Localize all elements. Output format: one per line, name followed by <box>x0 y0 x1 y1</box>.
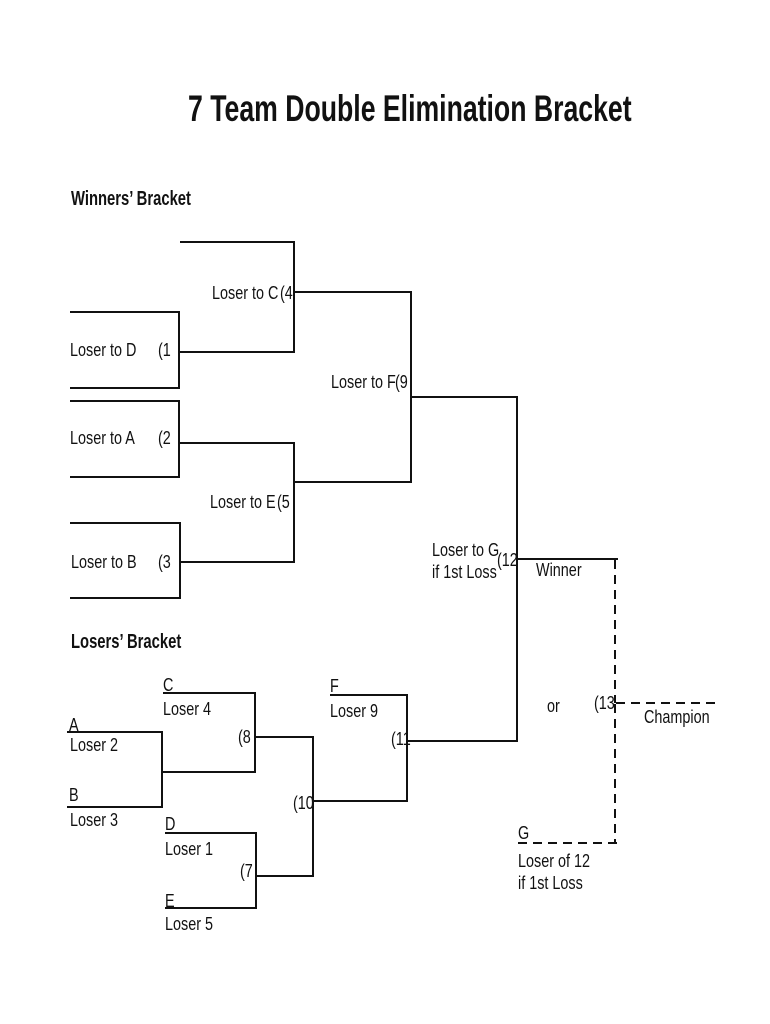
bracket-line <box>410 396 518 398</box>
match3-label: Loser to B <box>71 552 137 572</box>
slot-f-letter: F <box>330 676 339 696</box>
bracket-line <box>67 731 163 733</box>
bracket-line <box>516 558 618 560</box>
bracket-line <box>516 396 518 742</box>
slot-f-team: Loser 9 <box>330 701 379 721</box>
slot-g-line1: Loser of 12 <box>518 851 591 871</box>
bracket-line <box>165 907 257 909</box>
bracket-line <box>410 291 412 483</box>
bracket-line <box>163 692 256 694</box>
match1-number: (1 <box>158 340 171 360</box>
slot-c-team: Loser 4 <box>163 699 212 719</box>
bracket-line <box>180 241 295 243</box>
slot-e-team: Loser 5 <box>165 914 214 934</box>
bracket-line <box>254 736 314 738</box>
slot-e-letter: E <box>165 891 175 911</box>
page-title: 7 Team Double Elimination Bracket <box>188 88 632 129</box>
match1-label: Loser to D <box>70 340 137 360</box>
losers-bracket-heading: Losers’ Bracket <box>71 631 182 653</box>
bracket-line <box>312 800 408 802</box>
bracket-line <box>67 806 163 808</box>
bracket-line <box>70 597 181 599</box>
slot-a-team: Loser 2 <box>70 735 119 755</box>
match9-number: (9 <box>395 372 408 392</box>
bracket-line <box>312 736 314 877</box>
bracket-line <box>293 442 295 563</box>
slot-g-letter: G <box>518 823 530 843</box>
match10-number: (10 <box>293 793 314 813</box>
match5-number: (5 <box>277 492 290 512</box>
bracket-line <box>178 400 180 478</box>
bracket-line <box>70 400 180 402</box>
slot-b-letter: B <box>69 785 79 805</box>
bracket-line <box>179 522 181 599</box>
bracket-line <box>165 832 257 834</box>
championship-dashed-line <box>614 560 616 703</box>
match2-number: (2 <box>158 428 171 448</box>
slot-c-letter: C <box>163 675 174 695</box>
bracket-line <box>178 442 295 444</box>
or-label: or <box>547 696 560 716</box>
bracket-line <box>293 241 295 353</box>
bracket-line <box>178 311 180 389</box>
championship-dashed-line <box>616 702 718 704</box>
bracket-line <box>179 561 295 563</box>
bracket-line <box>293 481 412 483</box>
bracket-line <box>70 522 181 524</box>
bracket-line <box>254 692 256 773</box>
match3-number: (3 <box>158 552 171 572</box>
bracket-line <box>70 387 180 389</box>
match12-label-line2: if 1st Loss <box>432 562 497 582</box>
bracket-line <box>255 875 314 877</box>
winner-label: Winner <box>536 560 582 580</box>
bracket-line <box>330 694 408 696</box>
match4-number: (4 <box>280 283 293 303</box>
match13-number: (13 <box>594 693 615 713</box>
match9-label: Loser to F <box>331 372 396 392</box>
bracket-line <box>295 291 412 293</box>
slot-d-letter: D <box>165 814 176 834</box>
bracket-line <box>178 351 295 353</box>
slot-g-line2: if 1st Loss <box>518 873 583 893</box>
match2-label: Loser to A <box>70 428 135 448</box>
bracket-line <box>406 694 408 802</box>
championship-dashed-line <box>614 704 616 843</box>
championship-dashed-line <box>518 842 618 844</box>
bracket-line <box>70 476 180 478</box>
slot-b-team: Loser 3 <box>70 810 119 830</box>
bracket-line <box>70 311 180 313</box>
match4-label: Loser to C <box>212 283 279 303</box>
match7-number: (7 <box>240 861 253 881</box>
match5-label: Loser to E <box>210 492 276 512</box>
match12-label-line1: Loser to G <box>432 540 500 560</box>
bracket-line <box>161 731 163 808</box>
champion-label: Champion <box>644 707 710 727</box>
slot-d-team: Loser 1 <box>165 839 214 859</box>
match12-number: (12 <box>497 550 518 570</box>
bracket-line <box>161 771 256 773</box>
match11-number: (11 <box>391 729 411 749</box>
winners-bracket-heading: Winners’ Bracket <box>71 188 191 210</box>
bracket-line <box>255 832 257 909</box>
slot-a-letter: A <box>69 715 79 735</box>
match8-number: (8 <box>238 727 251 747</box>
bracket-line <box>406 740 518 742</box>
